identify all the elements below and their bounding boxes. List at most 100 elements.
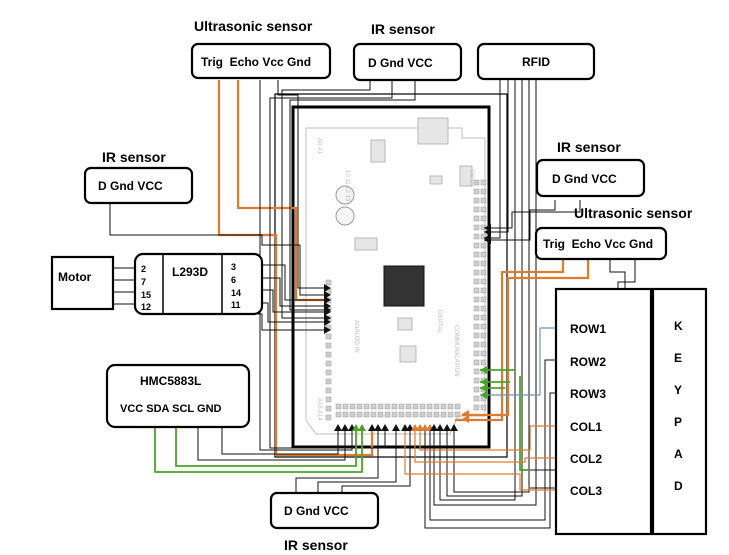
keypad-letter-a: A: [674, 447, 683, 461]
header-pin: [440, 411, 447, 418]
ir-right-box: [535, 158, 646, 198]
header-pin: [480, 251, 487, 258]
header-pin: [370, 411, 377, 418]
header-pin: [384, 411, 391, 418]
header-pin: [325, 405, 332, 412]
keypad-col2: COL2: [570, 452, 602, 466]
header-pin: [325, 414, 332, 421]
header-pin: [405, 411, 412, 418]
header-pin: [342, 403, 349, 410]
header-pin: [480, 269, 487, 276]
header-pin: [398, 403, 405, 410]
header-pin: [473, 287, 480, 294]
wire-arrow-head: [374, 424, 382, 431]
ultrasonic-sensor-right: Ultrasonic sensor Trig Echo Vcc Gnd: [534, 205, 693, 261]
wire-arrow-head: [341, 424, 349, 431]
svg-text:10 11 12 13: 10 11 12 13: [344, 170, 350, 202]
motor-box: [50, 255, 115, 311]
motor-label: Motor: [58, 270, 92, 284]
header-pin: [473, 188, 480, 195]
wire-arrow-head: [358, 424, 366, 431]
header-pin: [433, 411, 440, 418]
svg-text:DIGITAL: DIGITAL: [436, 310, 442, 334]
header-pin: [349, 403, 356, 410]
header-pin: [356, 403, 363, 410]
ir-left-title: IR sensor: [102, 149, 166, 165]
keypad-title-box: [651, 287, 708, 536]
hmc-box: [105, 363, 251, 429]
header-pin: [325, 396, 332, 403]
header-pin: [426, 411, 433, 418]
svg-text:COMMUNICATION: COMMUNICATION: [453, 325, 459, 377]
header-pin: [473, 377, 480, 384]
ultrasonic-top-box: [190, 42, 332, 80]
svg-text:A15 A14: A15 A14: [316, 398, 322, 421]
l293d-pin-right-3: 14: [231, 288, 241, 298]
keypad: ROW1 ROW2 ROW3 COL1 COL2 COL3 K E Y P A …: [554, 287, 708, 536]
header-pin: [480, 323, 487, 330]
header-pin: [325, 378, 332, 385]
l293d-label: L293D: [172, 265, 208, 279]
header-pin: [473, 332, 480, 339]
ir-sensor-bottom: D Gnd VCC IR sensor: [269, 491, 380, 553]
wire-arrow-head: [480, 384, 487, 392]
header-pin: [480, 314, 487, 321]
header-pin: [335, 403, 342, 410]
header-pin: [325, 351, 332, 358]
ir-top-title: IR sensor: [371, 21, 435, 37]
l293d-pin-right-2: 6: [231, 275, 236, 285]
hmc-pins: VCC SDA SCL GND: [120, 403, 222, 415]
keypad-label-box: [554, 287, 653, 536]
header-pin: [473, 314, 480, 321]
header-pin: [480, 188, 487, 195]
l293d-pin-right-1: 3: [231, 262, 236, 272]
header-pin: [480, 287, 487, 294]
ir-sensor-left: IR sensor D Gnd VCC: [83, 149, 194, 205]
ir-bottom-pins: D Gnd VCC: [284, 504, 349, 518]
l293d-pin-left-1: 2: [141, 264, 146, 274]
header-pin: [325, 279, 332, 286]
header-pin: [473, 233, 480, 240]
arduino-board: A0 A1 10 11 12 13 D0 D1 ANALOG IN DIGITA…: [274, 93, 508, 458]
wire-arrow-head: [480, 391, 487, 399]
header-pin: [419, 411, 426, 418]
header-pin: [398, 411, 405, 418]
l293d-pin-right-4: 11: [231, 300, 241, 310]
header-pin: [384, 403, 391, 410]
header-pin: [440, 403, 447, 410]
keypad-col3: COL3: [570, 484, 602, 498]
header-pin: [335, 411, 342, 418]
header-pin: [419, 403, 426, 410]
header-pin: [473, 197, 480, 204]
ir-right-title: IR sensor: [557, 139, 621, 155]
wire-arrow-head: [392, 424, 400, 431]
header-pin: [480, 332, 487, 339]
header-pin: [473, 296, 480, 303]
header-pin: [473, 305, 480, 312]
ultrasonic-right-box: [534, 226, 668, 261]
wire-arrow-head: [324, 326, 331, 334]
header-pin: [454, 411, 461, 418]
header-pin: [412, 403, 419, 410]
l293d-driver: L293D 2 7 15 12 3 6 14 11: [133, 252, 264, 316]
header-pin: [325, 387, 332, 394]
wires: [109, 80, 636, 529]
svg-text:A0 A1: A0 A1: [316, 138, 322, 155]
header-pin: [377, 403, 384, 410]
header-pin: [480, 305, 487, 312]
header-pin: [325, 342, 332, 349]
header-pin: [480, 206, 487, 213]
header-pin: [473, 269, 480, 276]
ultrasonic-top-pins: Trig Echo Vcc Gnd: [201, 55, 311, 69]
ir-sensor-right: IR sensor D Gnd VCC: [535, 139, 646, 198]
wire-arrow-head: [324, 308, 331, 316]
keypad-row3: ROW3: [570, 387, 606, 401]
header-pin: [480, 278, 487, 285]
header-pin: [363, 411, 370, 418]
header-pin: [325, 369, 332, 376]
wire-arrow-head: [352, 424, 360, 431]
svg-text:D0 D1: D0 D1: [468, 170, 474, 188]
header-pin: [412, 411, 419, 418]
header-pin: [447, 411, 454, 418]
wire-arrow-head: [436, 424, 444, 431]
